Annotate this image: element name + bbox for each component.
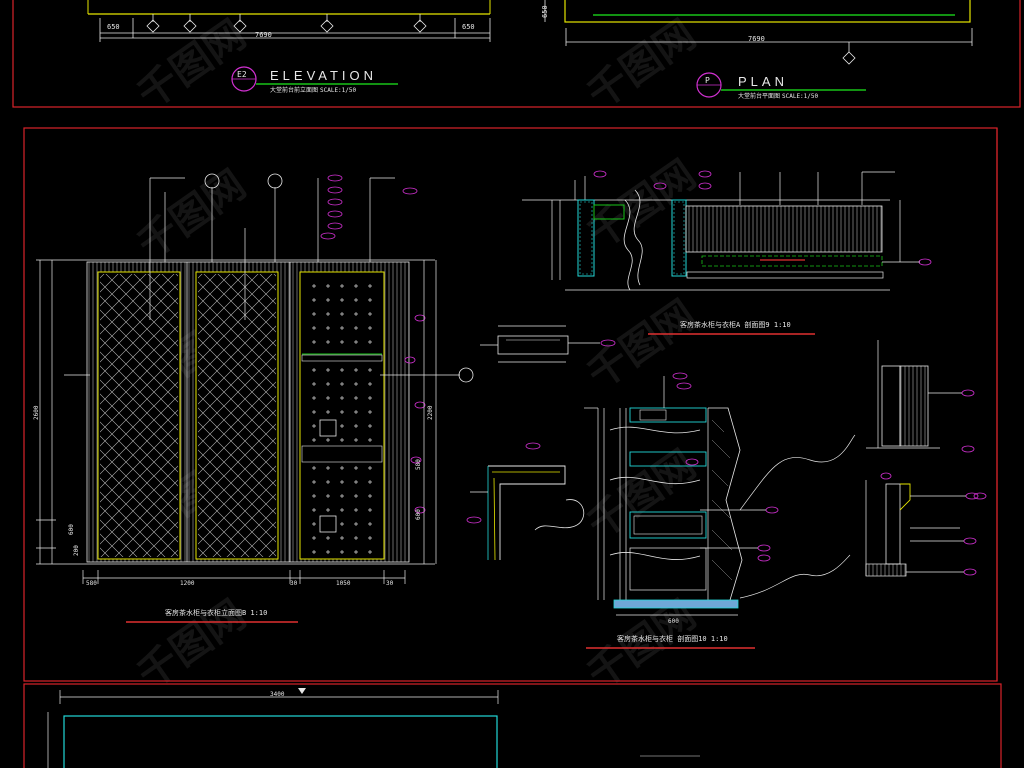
elev-dim-left: 650 xyxy=(107,23,120,31)
elev-dim-right: 650 xyxy=(462,23,475,31)
right-dim-2: 580 xyxy=(415,459,422,470)
plan-subtitle: 大堂前台平面图 xyxy=(738,92,780,100)
plan-strip: 650 7690 P PLAN 大堂前台平面图 SCALE:1/50 xyxy=(541,0,973,100)
elevation-scale: SCALE:1/50 xyxy=(320,87,357,94)
panel-upper xyxy=(302,274,382,354)
elevation-subtitle: 大堂前台前立面图 xyxy=(270,86,318,94)
plan-dim-total: 7690 xyxy=(748,35,765,43)
lower-drawing: 3400 xyxy=(47,688,700,768)
watermark-1: 千图网 xyxy=(130,13,254,118)
section-a-title: 客房茶水柜与衣柜A 剖面图9 1:10 xyxy=(680,320,791,329)
bottom-dim-2: 1200 xyxy=(180,580,195,587)
section-b-bottom-dim: 600 xyxy=(668,618,679,625)
panel-lower xyxy=(302,463,382,557)
elevation-tag: E2 xyxy=(237,70,247,79)
panel-middle xyxy=(302,362,382,444)
section-b: 600 客房茶水柜与衣柜 剖面图10 1:10 xyxy=(584,372,856,649)
bottom-dim-4: 1050 xyxy=(336,580,351,587)
right-dim-3: 600 xyxy=(415,509,422,520)
main-elevation-title: 客房茶水柜与衣柜立面图B 1:10 xyxy=(165,608,267,617)
door-left xyxy=(100,274,178,557)
plan-dim-side: 650 xyxy=(541,5,549,18)
elevation-title: ELEVATION xyxy=(270,68,377,83)
main-elevation: 2600 600 200 2200 580 600 580 1200 30 10… xyxy=(33,173,474,623)
right-dim-1: 2200 xyxy=(427,405,434,420)
edge-detail xyxy=(466,442,585,561)
section-a: 客房茶水柜与衣柜A 剖面图9 1:10 xyxy=(522,170,932,335)
section-b-title: 客房茶水柜与衣柜 剖面图10 1:10 xyxy=(617,634,728,643)
lower-top-dim: 3400 xyxy=(270,691,285,698)
plan-scale: SCALE:1/50 xyxy=(782,93,819,100)
left-dim-1: 2600 xyxy=(33,405,40,420)
right-details xyxy=(865,340,987,577)
elev-dim-total: 7690 xyxy=(255,31,272,39)
left-dim-2: 600 xyxy=(68,524,75,535)
watermark-8: 千图网 xyxy=(580,443,704,548)
bottom-frame xyxy=(23,683,1002,768)
watermark-3: 千图网 xyxy=(130,163,254,268)
left-dim-3: 200 xyxy=(73,545,80,556)
countertop-detail xyxy=(480,325,616,363)
bottom-dim-3: 30 xyxy=(290,580,298,587)
elevation-strip: 650 7690 650 E2 ELEVATION 大堂前台前立面图 SCALE… xyxy=(87,0,491,94)
watermark-6: 千图网 xyxy=(580,293,704,398)
sheet-frames xyxy=(12,0,1021,768)
plan-title: PLAN xyxy=(738,74,788,89)
bottom-dim-5: 30 xyxy=(386,580,394,587)
watermark-2: 千图网 xyxy=(580,13,704,118)
plan-tag: P xyxy=(705,76,710,85)
top-frame xyxy=(12,0,1021,108)
door-middle xyxy=(198,274,276,557)
bottom-dim-1: 580 xyxy=(86,580,97,587)
